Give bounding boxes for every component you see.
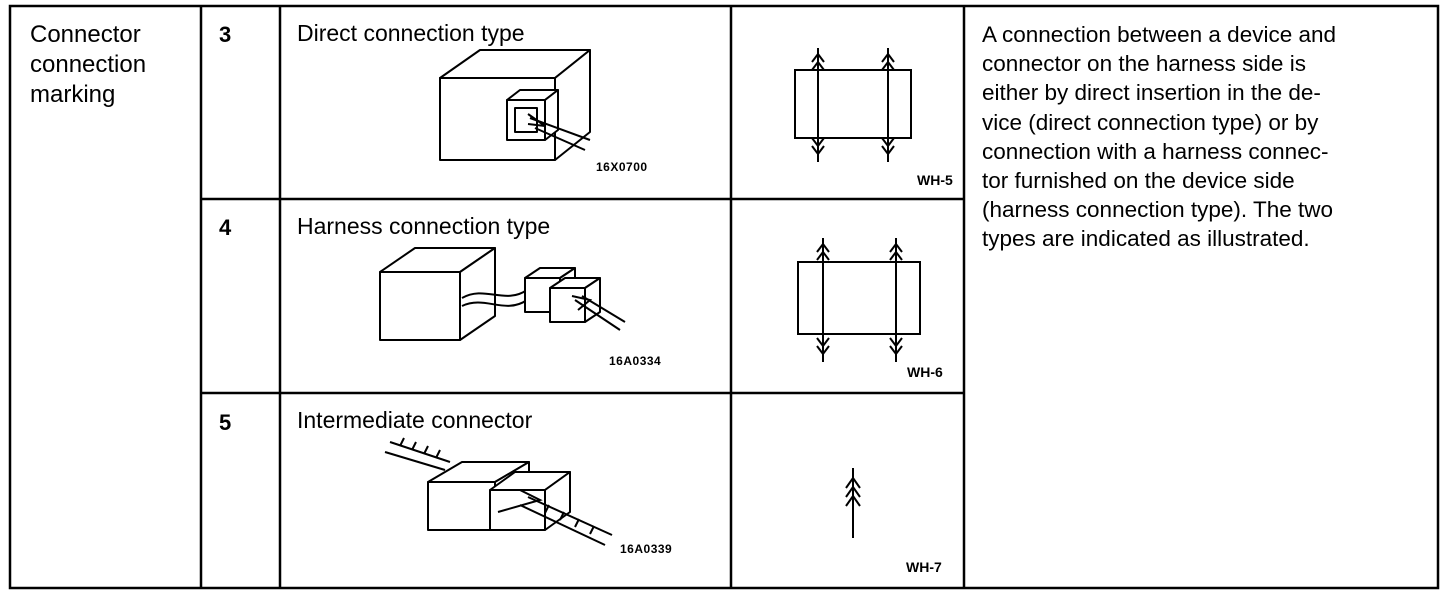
description-line: (harness connection type). The two [982, 197, 1334, 223]
row-3-symbol-code: WH-5 [917, 172, 953, 188]
row-5-number: 5 [219, 410, 232, 435]
row-4-symbol-code: WH-6 [907, 364, 943, 380]
description-line: A connection between a device and [982, 22, 1337, 47]
row-3-image-code: 16X0700 [596, 160, 648, 174]
row-5-title: Intermediate connector [297, 407, 533, 433]
row-4-image-code: 16A0334 [609, 354, 662, 368]
description: A connection between a device and connec… [982, 20, 1432, 254]
row-5-image-code: 16A0339 [620, 542, 673, 556]
description-line: either by direct insertion in the de- [982, 80, 1321, 106]
row-3-number: 3 [219, 22, 232, 47]
row-5-symbol-code: WH-7 [906, 559, 942, 575]
row-3-title: Direct connection type [297, 20, 525, 46]
category-label: Connector connection marking [30, 21, 147, 108]
row-4-title: Harness connection type [297, 213, 551, 239]
description-line: types are indicated as illustrated. [982, 226, 1310, 252]
description-line: tor furnished on the device side [982, 168, 1295, 194]
description-line: connector on the harness side is [982, 51, 1306, 77]
row-4-number: 4 [219, 215, 232, 240]
description-line: connection with a harness connec- [982, 138, 1329, 164]
description-line: vice (direct connection type) or by [982, 109, 1319, 135]
